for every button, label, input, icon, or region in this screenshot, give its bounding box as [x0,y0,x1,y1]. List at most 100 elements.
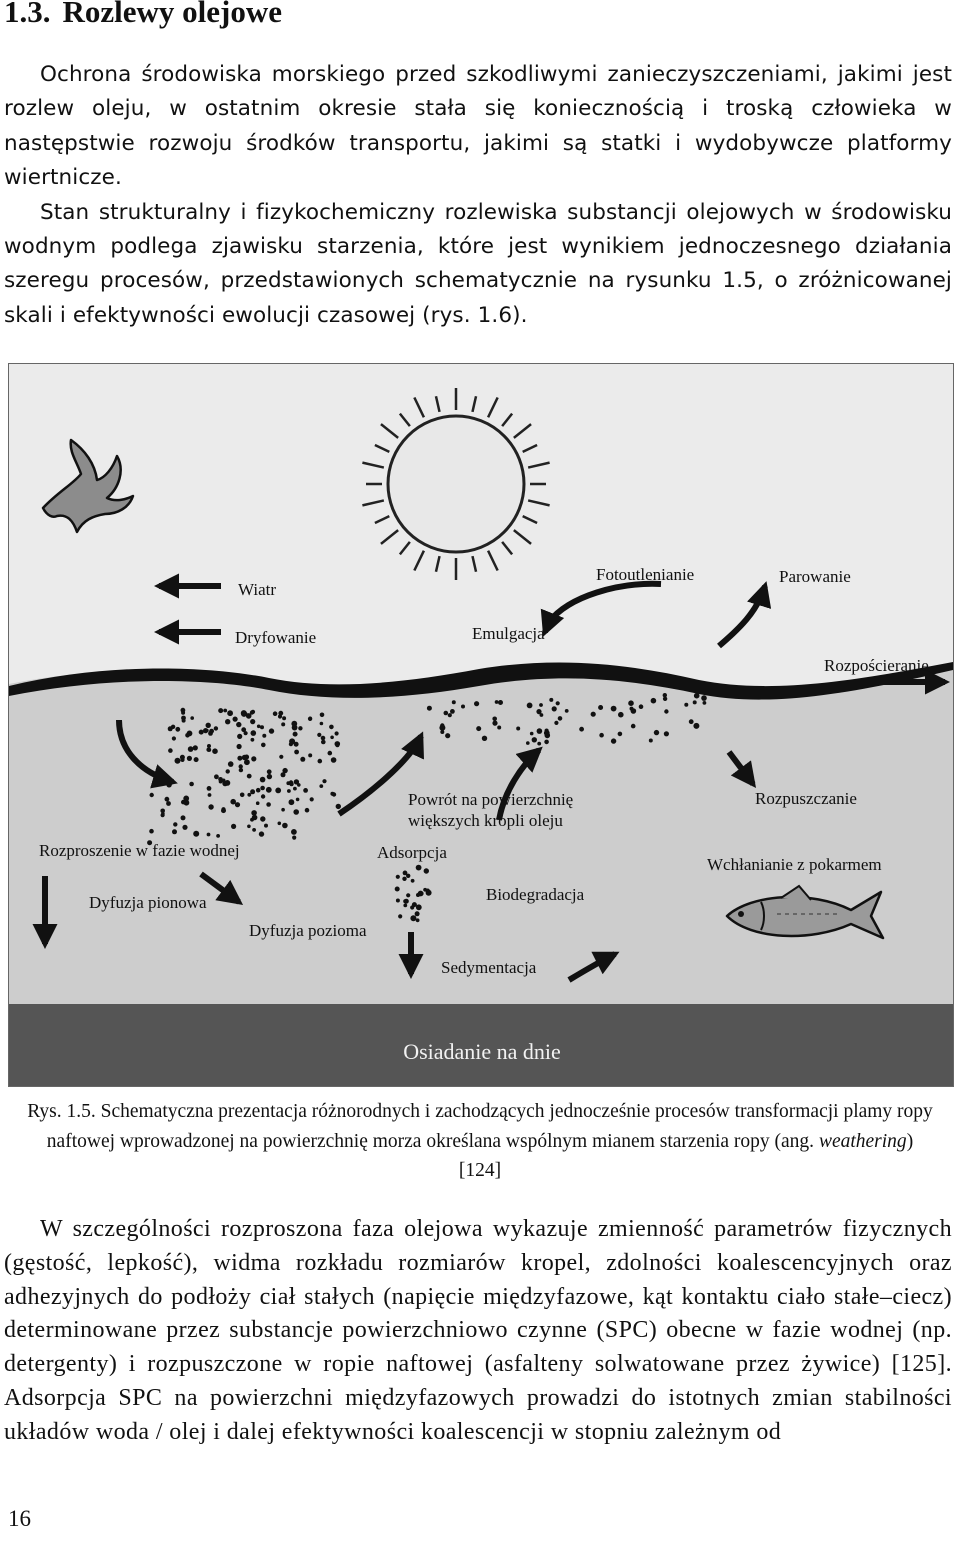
oil-droplet [406,893,411,898]
label-rozposcieranie: Rozpościeranie [824,656,929,675]
oil-droplet [281,722,286,727]
oil-droplet [410,905,415,910]
oil-droplet [231,823,237,829]
arrow-rozproszenie [116,719,178,789]
oil-droplet [189,781,194,787]
sun-icon [362,388,550,580]
oil-droplet [650,697,657,704]
oil-droplet [180,757,185,762]
arrow-rozpuszczanie [726,750,757,789]
oil-droplet [252,828,256,832]
label-biodegradacja: Biodegradacja [486,885,585,904]
oil-droplet [236,743,242,750]
process-arrows [32,573,951,983]
oil-droplet [249,710,255,715]
oil-droplet [293,741,299,747]
oil-droplet [443,710,449,716]
oil-droplet [292,835,297,840]
oil-droplet [205,728,209,733]
oil-droplet [223,708,228,713]
sun-ray [398,541,411,556]
oil-droplet [398,914,403,919]
oil-droplet [260,725,264,730]
oil-droplet [693,692,700,699]
caption-ref: ) [124] [458,1130,914,1182]
caption-term: weathering [818,1130,907,1152]
oil-droplet [579,726,584,732]
oil-droplet [537,741,542,746]
oil-droplet [172,829,177,835]
oil-droplet [610,705,617,712]
oil-droplet [281,807,285,812]
oil-droplet [426,705,432,711]
sun-ray [522,514,538,525]
sun-ray [434,555,441,573]
oil-droplet [628,700,634,706]
oil-droplet [551,706,557,712]
sun-ray [486,550,499,572]
oil-droplet [237,733,243,739]
oil-droplet [406,873,411,878]
oil-droplet [319,712,325,718]
sun-ray [527,499,550,507]
oil-droplet [610,738,617,744]
oil-droplet [498,700,503,705]
sun-ray [374,443,390,454]
sun-ray [471,555,478,573]
caption-text: Schematyczna prezentacja różnorodnych i … [46,1101,933,1152]
oil-droplet [187,746,194,752]
arrow-adsorpcja [496,746,543,821]
bird-icon [41,438,135,534]
section-heading: 1.3.Rozlewy olejowe [4,0,282,30]
oil-droplet [250,789,256,795]
oil-droplet [648,738,653,743]
oil-droplet [291,829,297,835]
oil-droplet [410,915,417,922]
oil-droplet [335,803,341,810]
oil-droplet [415,864,422,871]
oil-droplet [494,700,499,704]
label-osiadanie: Osiadanie na dnie [403,1039,561,1064]
oil-droplet [175,726,181,732]
oil-droplet [663,731,670,737]
oil-droplet [474,701,480,707]
sun-ray [398,412,411,427]
oil-droplet [171,736,176,741]
oil-droplet [277,714,283,719]
oil-droplet [526,702,533,709]
oil-droplet [183,795,190,802]
oil-droplet [539,713,544,717]
oil-droplet [261,742,266,748]
seabed-area [9,1004,953,1086]
oil-slick [9,662,953,700]
sun-ray [380,423,399,439]
oil-droplet [149,828,154,834]
oil-droplet [209,728,215,734]
oil-droplet [415,904,422,911]
label-wiatr: Wiatr [238,580,276,599]
oil-droplet [237,755,243,761]
oil-droplet [293,809,300,815]
oil-droplet [234,802,241,808]
oil-droplet [308,753,313,758]
label-powrot-2: większych kropli oleju [408,811,563,830]
oil-droplet [492,720,498,726]
oil-droplet [147,840,153,846]
oil-droplet [330,757,337,763]
oil-droplet [425,889,432,896]
oil-droplet [415,918,420,923]
oil-droplet [244,759,250,766]
oil-droplet [247,792,252,797]
oil-droplet [262,733,267,738]
oil-droplet [445,733,451,739]
figure-caption: Rys. 1.5. Schematyczna prezentacja różno… [24,1097,936,1186]
oil-droplet [186,755,192,761]
oil-droplet [239,792,245,798]
oil-droplet [450,709,455,714]
figure-diagram: Osiadanie na dnie [9,364,953,1086]
oil-droplet [335,743,340,748]
oil-droplet [240,710,247,717]
oil-droplet [702,701,707,705]
oil-droplet [693,722,700,729]
oil-droplet [206,832,211,837]
